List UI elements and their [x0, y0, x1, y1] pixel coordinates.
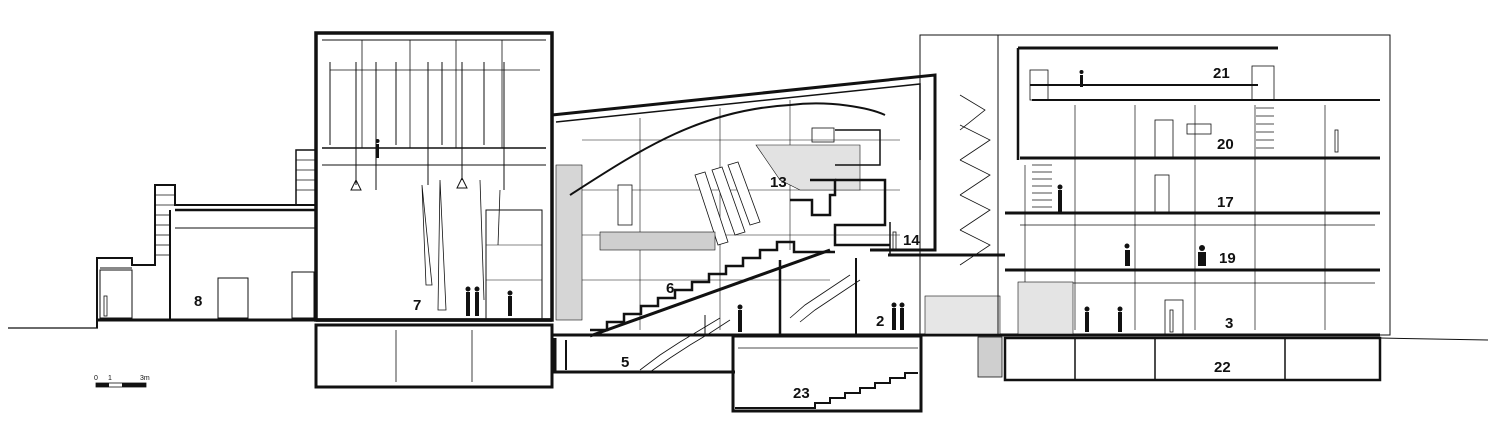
scale-figures	[103, 70, 1339, 333]
room-label-21: 21	[1213, 65, 1230, 82]
room-label-3: 3	[1225, 315, 1233, 332]
auditorium	[551, 73, 1010, 373]
room-label-14: 14	[903, 232, 920, 249]
scale-tick-0: 0	[94, 375, 98, 382]
room-label-13: 13	[770, 174, 787, 191]
office-block	[997, 34, 1391, 382]
stair-tower	[919, 34, 1003, 378]
stage-tower	[314, 31, 554, 389]
room-label-23: 23	[793, 385, 810, 402]
room-label-22: 22	[1214, 359, 1231, 376]
room-labels: 8 7 6 5 13 14 2 23 21 20 17 19 3 22	[194, 65, 1236, 402]
basement	[553, 334, 923, 413]
room-label-7: 7	[413, 297, 421, 314]
room-label-8: 8	[194, 293, 202, 310]
room-label-6: 6	[666, 280, 674, 297]
room-label-17: 17	[1217, 194, 1234, 211]
room-label-20: 20	[1217, 136, 1234, 153]
foyer-block	[96, 149, 316, 328]
scale-tick-3m: 3m	[140, 375, 150, 382]
scale-bar: 0 1 3m	[94, 375, 150, 388]
room-label-19: 19	[1219, 250, 1236, 267]
room-label-5: 5	[621, 354, 629, 371]
room-label-2: 2	[876, 313, 884, 330]
ground-line	[8, 327, 1488, 341]
scale-tick-1: 1	[108, 375, 112, 382]
